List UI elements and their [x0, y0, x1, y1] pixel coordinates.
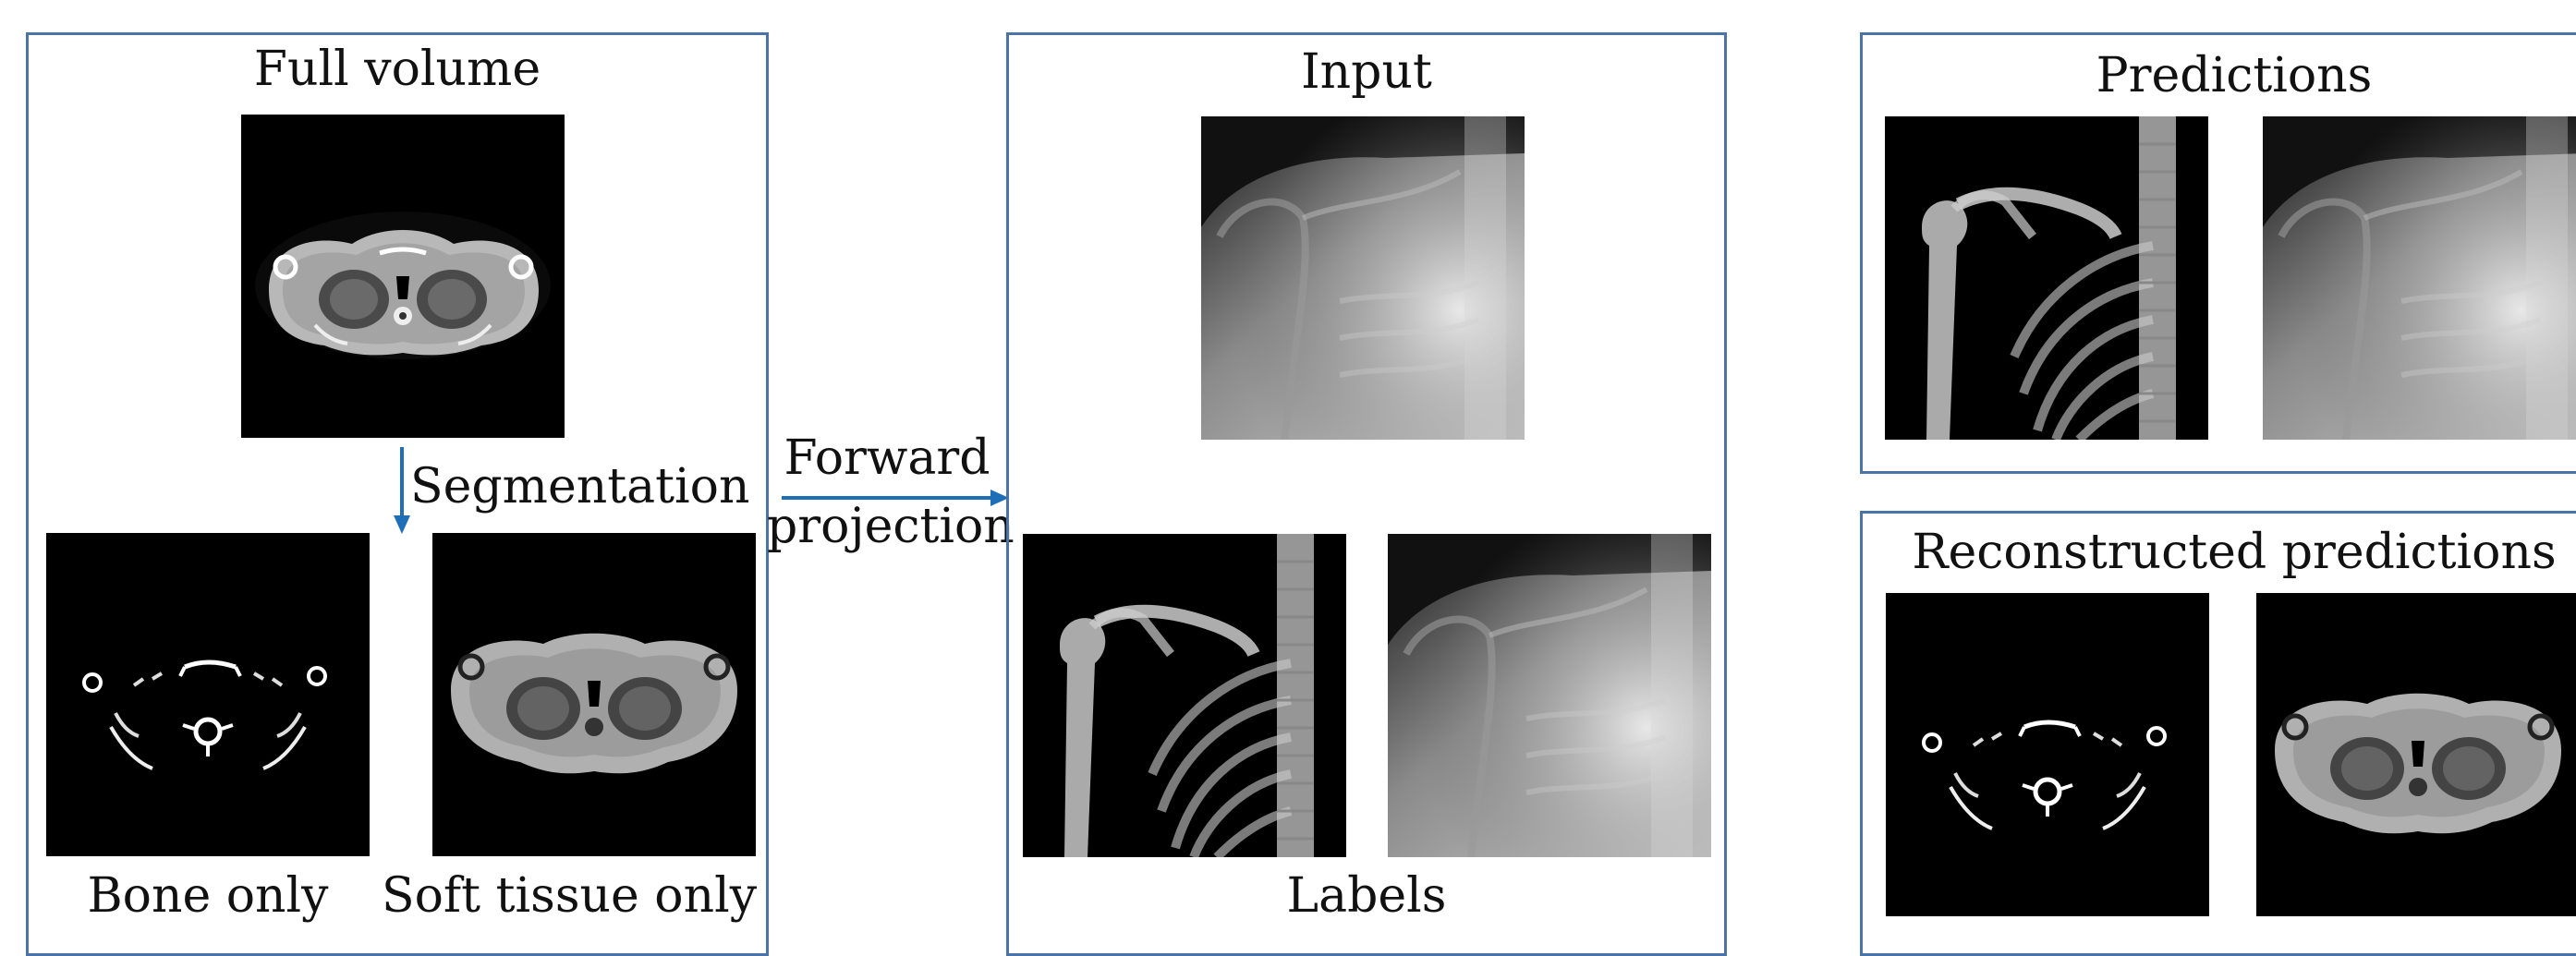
labels-title: Labels — [1006, 868, 1727, 924]
soft-tissue-only-label: Soft tissue only — [382, 868, 757, 924]
input-radiograph — [1201, 116, 1525, 440]
soft-tissue-label-radiograph — [1388, 534, 1711, 857]
bone-only-label: Bone only — [46, 868, 370, 924]
reconstructed-bone-ct-slice — [1886, 593, 2209, 916]
predictions-title: Predictions — [1860, 48, 2576, 103]
full-volume-title: Full volume — [26, 42, 769, 97]
input-title: Input — [1006, 44, 1727, 100]
full-volume-ct-slice — [241, 115, 565, 438]
bone-label-radiograph — [1023, 534, 1346, 857]
projection-label: projection — [767, 499, 1007, 554]
forward-label: Forward — [776, 430, 998, 486]
segmentation-label: Segmentation — [410, 459, 749, 514]
reconstructed-soft-tissue-ct-slice — [2256, 593, 2576, 916]
soft-tissue-prediction-radiograph — [2263, 116, 2576, 440]
reconstructed-predictions-title: Reconstructed predictions — [1860, 525, 2576, 580]
soft-tissue-ct-slice — [432, 533, 756, 856]
bone-prediction-radiograph — [1885, 116, 2208, 440]
bone-only-ct-slice — [46, 533, 370, 856]
